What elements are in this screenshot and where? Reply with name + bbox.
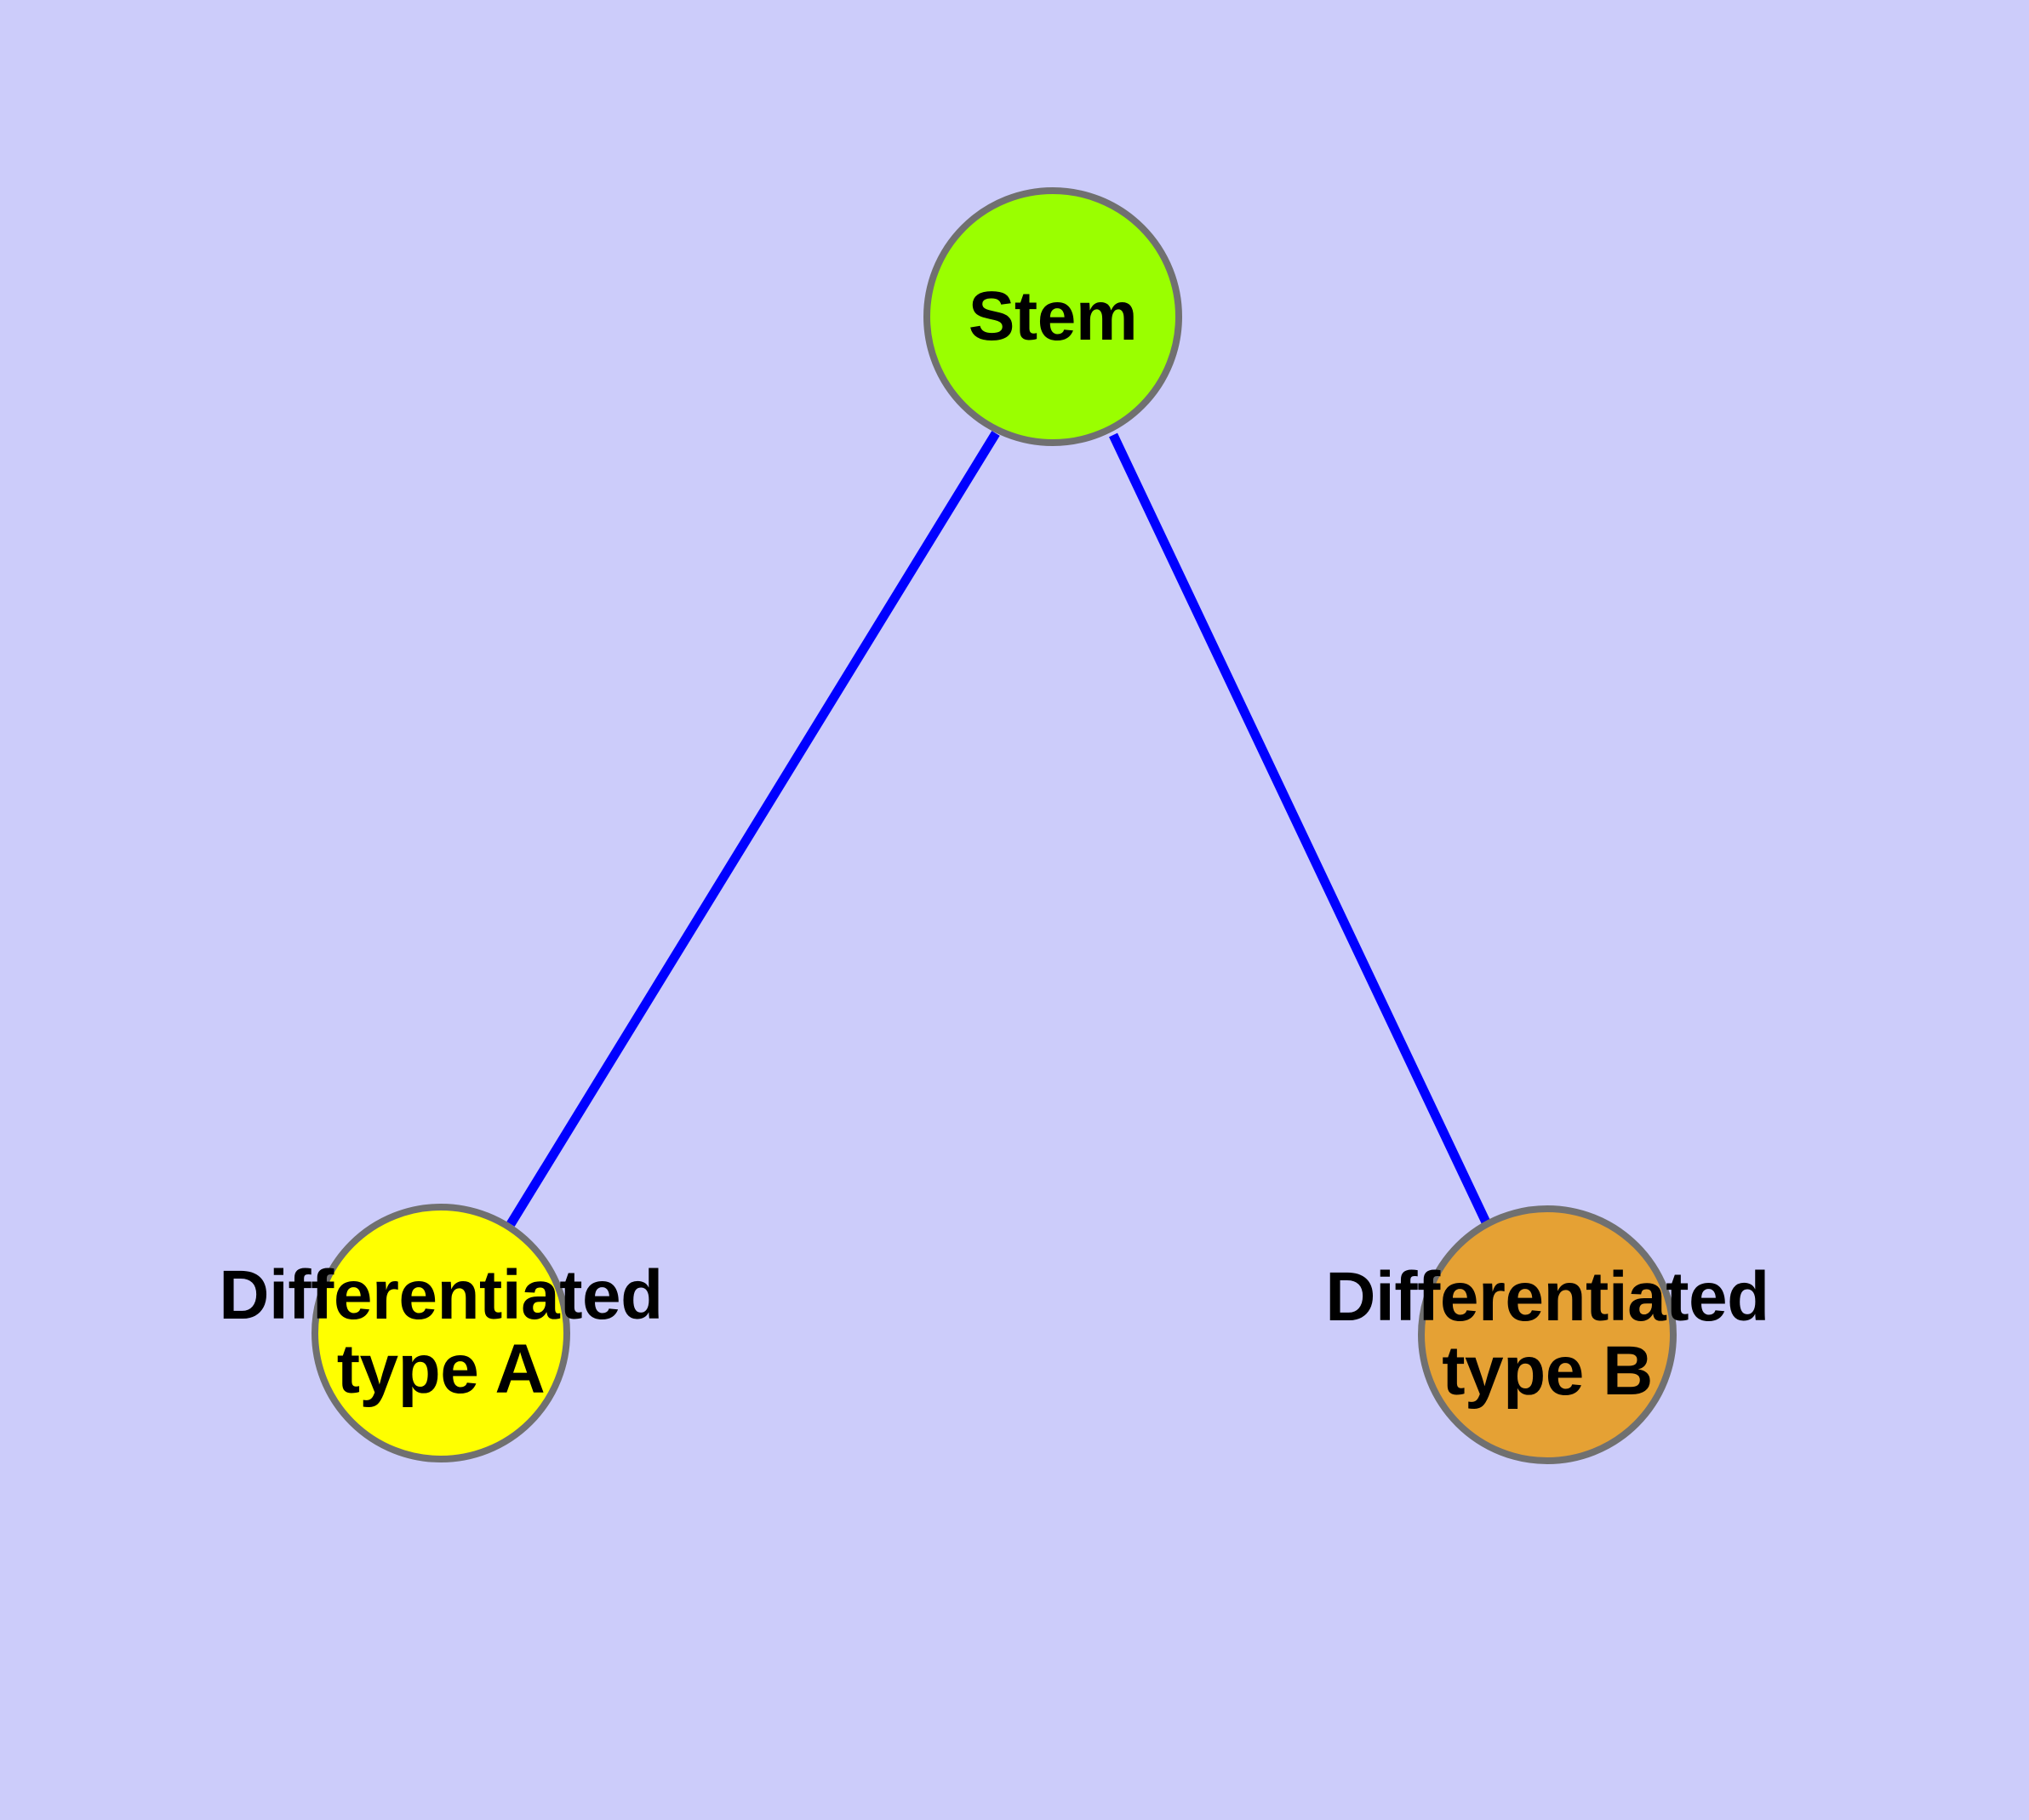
edge-stem-to-differentiated-type-b [1109, 432, 1492, 1228]
node-differentiated-type-b[interactable] [1418, 1205, 1677, 1464]
node-stem[interactable] [923, 187, 1182, 446]
edge-stem-to-differentiated-type-a [506, 431, 1000, 1227]
node-differentiated-type-a[interactable] [311, 1204, 570, 1462]
